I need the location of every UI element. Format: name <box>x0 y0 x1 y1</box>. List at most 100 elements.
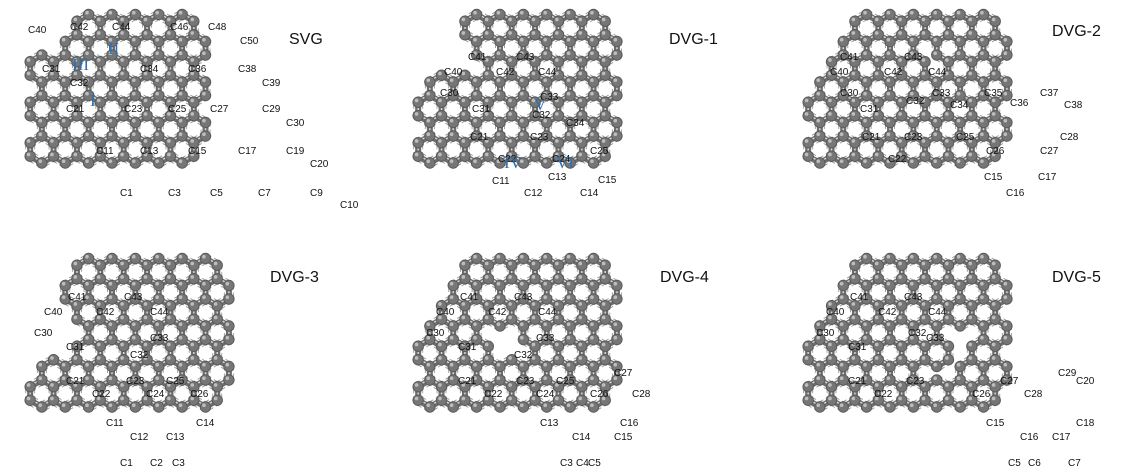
atom-label: C29 <box>262 104 281 115</box>
carbon-atom <box>802 381 814 393</box>
atom-label: C9 <box>310 188 323 199</box>
carbon-atom <box>223 333 235 346</box>
carbon-atom <box>907 157 920 169</box>
defect-site-label: II <box>108 39 120 58</box>
carbon-atom <box>814 360 826 373</box>
carbon-atom <box>977 374 990 386</box>
carbon-atom <box>576 96 588 108</box>
carbon-atom <box>907 360 920 373</box>
atom-label: C23 <box>906 376 925 387</box>
carbon-atom <box>447 374 459 386</box>
carbon-atom <box>564 279 576 292</box>
carbon-atom <box>470 157 483 169</box>
carbon-atom <box>176 279 188 292</box>
atom-label: C44 <box>928 67 947 78</box>
atom-label: C39 <box>262 78 281 89</box>
atom-label: C15 <box>188 146 207 157</box>
carbon-atom <box>199 116 212 129</box>
atom-label: C13 <box>140 146 159 157</box>
carbon-atom <box>587 8 600 21</box>
carbon-atom <box>907 8 920 21</box>
carbon-atom <box>494 8 506 21</box>
carbon-atom <box>1001 293 1013 305</box>
carbon-atom <box>106 76 118 88</box>
carbon-atom <box>884 252 896 265</box>
atom-label: C38 <box>238 64 257 75</box>
atom-label: C27 <box>614 368 633 379</box>
carbon-atom <box>814 401 826 413</box>
carbon-atom <box>872 29 885 41</box>
carbon-atom <box>211 300 223 312</box>
carbon-atom <box>989 381 1001 393</box>
carbon-atom <box>106 320 118 332</box>
carbon-atom <box>59 35 71 48</box>
carbon-atom <box>599 259 611 271</box>
carbon-atom <box>884 320 896 332</box>
carbon-atom <box>931 76 943 88</box>
carbon-atom <box>199 279 212 292</box>
carbon-atom <box>919 15 931 27</box>
atom-label: C31 <box>42 64 61 75</box>
atom-label: C28 <box>1024 389 1043 400</box>
carbon-atom <box>849 137 861 149</box>
atoms <box>412 8 623 169</box>
carbon-atom <box>872 56 885 68</box>
defect-site-label: IV <box>504 153 523 172</box>
carbon-atom <box>907 401 920 413</box>
carbon-atom <box>849 313 861 325</box>
carbon-atom <box>153 293 165 305</box>
atom-label: C14 <box>572 432 591 443</box>
atoms <box>24 252 235 413</box>
carbon-atom <box>825 354 838 366</box>
carbon-atom <box>1001 116 1013 129</box>
carbon-atom <box>837 76 849 88</box>
carbon-atom <box>599 69 611 81</box>
carbon-atom <box>576 354 588 366</box>
carbon-atom <box>884 49 896 61</box>
atom-label: C21 <box>848 376 867 387</box>
carbon-atom <box>587 157 600 169</box>
atom-label: C41 <box>840 52 859 63</box>
carbon-atom <box>176 360 188 373</box>
carbon-atom <box>564 130 576 142</box>
atom-label: C1 <box>120 458 133 469</box>
atom-label: C33 <box>536 333 555 344</box>
carbon-atom <box>576 15 588 27</box>
carbon-atom <box>176 76 188 88</box>
atom-label: C36 <box>1010 98 1029 109</box>
carbon-atom <box>942 354 955 366</box>
carbon-atom <box>942 137 955 149</box>
carbon-atom <box>82 279 95 292</box>
carbon-atom <box>541 49 553 61</box>
carbon-atom <box>966 313 978 325</box>
carbon-atom <box>412 340 424 352</box>
carbon-atom <box>211 340 223 352</box>
carbon-atom <box>825 340 838 352</box>
carbon-atom <box>424 89 436 102</box>
defect-site-label: VI <box>556 153 574 172</box>
carbon-atom <box>424 401 436 413</box>
carbon-atom <box>587 360 600 373</box>
carbon-atom <box>470 320 483 332</box>
carbon-atom <box>117 69 130 81</box>
carbon-atom <box>552 273 565 285</box>
atom-label: C28 <box>1060 132 1079 143</box>
atom-label: C43 <box>904 52 923 63</box>
carbon-atom <box>164 259 177 271</box>
carbon-atom <box>153 279 165 292</box>
carbon-atom <box>82 374 95 386</box>
carbon-atom <box>564 49 576 61</box>
carbon-atom <box>942 273 955 285</box>
carbon-atom <box>599 29 611 41</box>
carbon-atom <box>814 157 826 169</box>
carbon-atom <box>164 354 177 366</box>
atom-label: C26 <box>986 146 1005 157</box>
atom-label: C41 <box>850 292 869 303</box>
atom-label: C14 <box>196 418 215 429</box>
carbon-atom <box>494 49 506 61</box>
carbon-atom <box>611 279 623 292</box>
atoms <box>412 252 623 413</box>
atom-label: C46 <box>170 22 189 33</box>
carbon-atom <box>587 116 600 129</box>
